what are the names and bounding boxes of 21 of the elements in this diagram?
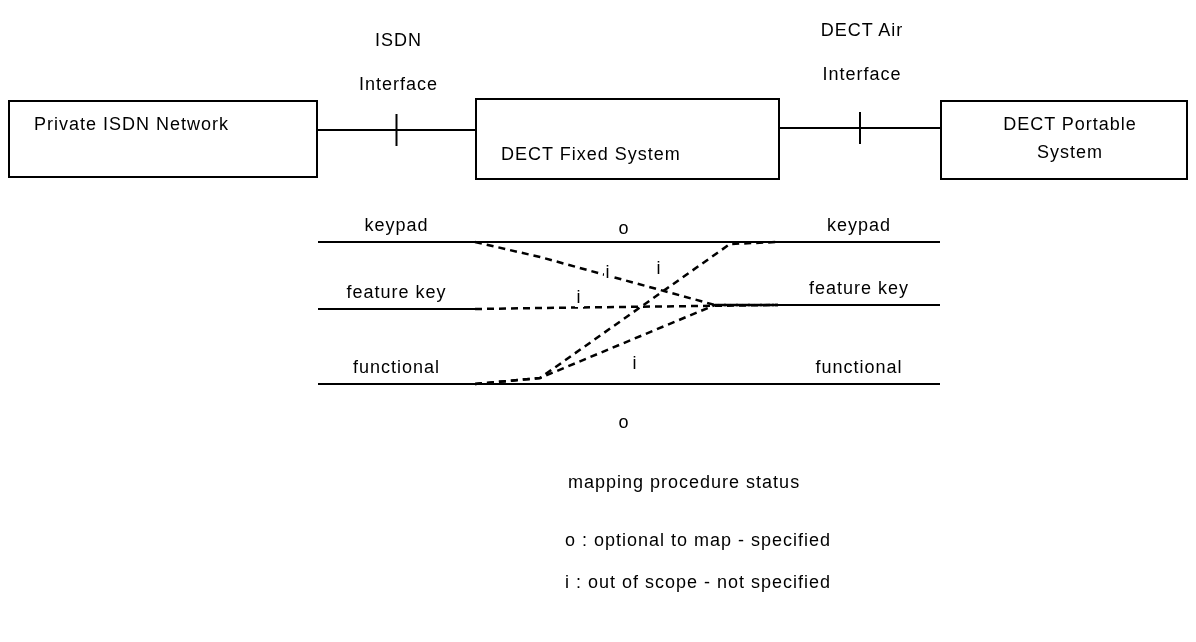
system-box	[475, 98, 780, 180]
box-label: Private ISDN Network	[34, 113, 231, 136]
item-label: functional	[814, 357, 904, 378]
box-label: DECT Portable System	[1002, 113, 1138, 164]
connector-line	[317, 129, 476, 131]
edge-label: i	[574, 287, 584, 307]
item-label: functional	[351, 357, 442, 378]
item-label: keypad	[363, 215, 430, 236]
connector-line	[779, 127, 941, 129]
box-label: DECT Fixed System	[501, 143, 682, 166]
edge-label: DECT Air Interface	[819, 19, 905, 86]
system-box	[8, 100, 318, 178]
edge-label: ISDN Interface	[357, 29, 439, 96]
legend-entry: i : out of scope - not specified	[565, 572, 832, 593]
system-box	[940, 100, 1188, 180]
connector-line	[474, 383, 779, 385]
legend-heading: mapping procedure status	[568, 472, 801, 493]
legend-entry: o : optional to map - specified	[565, 530, 832, 551]
item-label: feature key	[345, 282, 448, 303]
item-label: feature key	[807, 278, 911, 299]
item-label: keypad	[825, 215, 892, 236]
